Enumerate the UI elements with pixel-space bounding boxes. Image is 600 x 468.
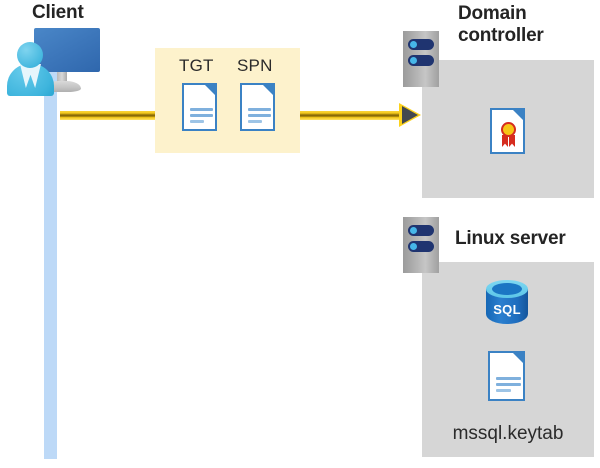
server-led-icon — [410, 57, 417, 64]
document-text-line — [190, 120, 204, 123]
certificate-document-icon — [490, 108, 525, 154]
sql-label: SQL — [493, 302, 521, 317]
token-box — [155, 48, 300, 153]
certificate-seal-icon — [501, 122, 516, 137]
document-text-line — [248, 108, 271, 111]
tgt-document-icon — [182, 83, 217, 131]
keytab-filename-caption: mssql.keytab — [452, 423, 564, 444]
domain-controller-title: Domain controller — [458, 3, 544, 47]
spn-label: SPN — [237, 56, 273, 75]
document-text-line — [248, 120, 262, 123]
document-text-line — [190, 108, 213, 111]
document-text-line — [248, 114, 271, 117]
monitor-screen-icon — [34, 28, 100, 72]
domain-controller-server-rack-icon — [403, 31, 439, 87]
sql-database-icon: SQL — [486, 280, 528, 332]
tgt-label: TGT — [179, 56, 214, 75]
flow-arrow-segment-right — [300, 111, 402, 120]
document-fold-icon — [203, 83, 217, 97]
document-text-line — [496, 389, 511, 392]
server-led-icon — [410, 227, 417, 234]
server-bay — [408, 241, 434, 252]
document-text-line — [496, 377, 521, 380]
document-fold-icon — [511, 351, 525, 365]
server-bay — [408, 39, 434, 50]
spn-document-icon — [240, 83, 275, 131]
person-head-icon — [17, 42, 43, 68]
client-title: Client — [32, 2, 84, 23]
monitor-neck-icon — [57, 72, 67, 83]
keytab-document-icon — [488, 351, 525, 401]
server-led-icon — [410, 243, 417, 250]
certificate-ribbon-icon — [509, 135, 515, 147]
document-fold-icon — [261, 83, 275, 97]
server-bay — [408, 55, 434, 66]
flow-arrow-segment-left — [60, 111, 156, 120]
client-user-monitor-icon — [7, 28, 100, 96]
certificate-ribbon-icon — [502, 135, 508, 147]
document-fold-icon — [511, 108, 525, 122]
client-lifeline — [44, 68, 57, 459]
monitor-base-icon — [44, 81, 81, 92]
linux-server-server-rack-icon — [403, 217, 439, 273]
server-led-icon — [410, 41, 417, 48]
flow-arrowhead-inner-icon — [402, 106, 418, 124]
document-text-line — [190, 114, 213, 117]
document-text-line — [496, 383, 521, 386]
sql-cylinder-top-inner — [492, 283, 522, 295]
server-bay — [408, 225, 434, 236]
linux-server-title: Linux server — [455, 228, 566, 249]
